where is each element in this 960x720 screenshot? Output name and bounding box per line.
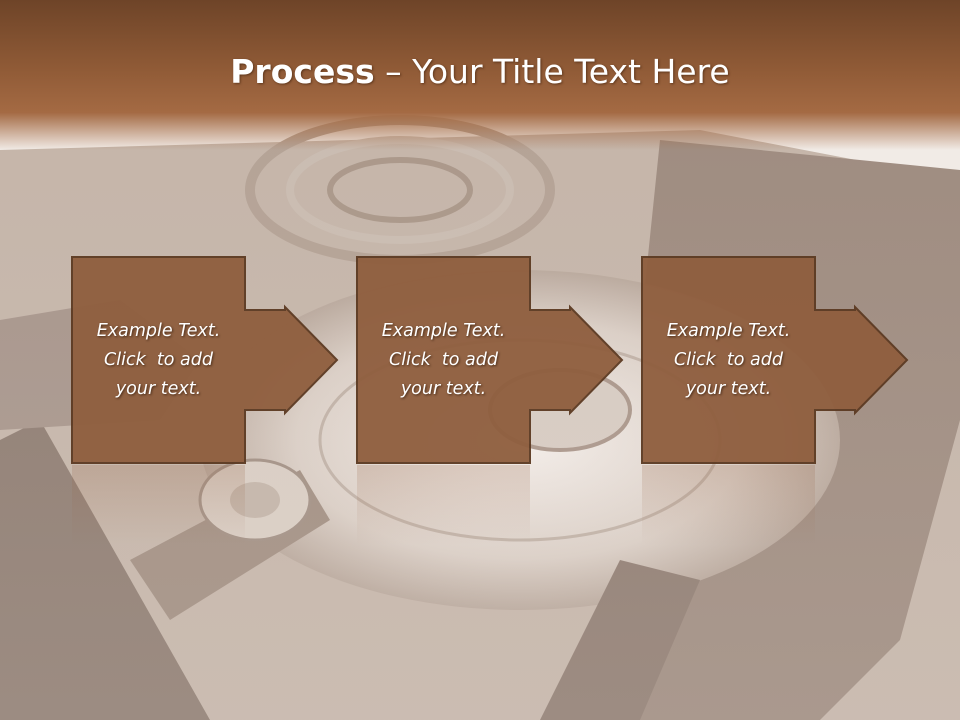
slide-title[interactable]: Process – Your Title Text Here [0, 52, 960, 91]
step-3-reflection [642, 465, 815, 545]
step-2-line-1: Example Text. [381, 320, 506, 341]
step-3-text[interactable]: Example Text. Click to add your text. [642, 257, 815, 463]
step-2-text[interactable]: Example Text. Click to add your text. [357, 257, 530, 463]
step-1-line-1: Example Text. [96, 320, 221, 341]
title-bold: Process [230, 52, 375, 91]
step-2-reflection [357, 465, 530, 545]
step-3-line-1: Example Text. [666, 320, 791, 341]
step-2-line-3: your text. [400, 378, 487, 399]
step-1-line-2: Click to add [104, 349, 213, 370]
step-1-line-3: your text. [115, 378, 202, 399]
title-band [0, 0, 960, 150]
step-3-line-2: Click to add [674, 349, 783, 370]
step-1-text[interactable]: Example Text. Click to add your text. [72, 257, 245, 463]
step-3-line-3: your text. [685, 378, 772, 399]
step-2-line-2: Click to add [389, 349, 498, 370]
title-rest: – Your Title Text Here [374, 52, 730, 91]
step-3-arrow-shape [641, 256, 909, 464]
step-2-arrow-shape [356, 256, 624, 464]
step-1-arrow-shape [71, 256, 339, 464]
step-1-reflection [72, 465, 245, 545]
